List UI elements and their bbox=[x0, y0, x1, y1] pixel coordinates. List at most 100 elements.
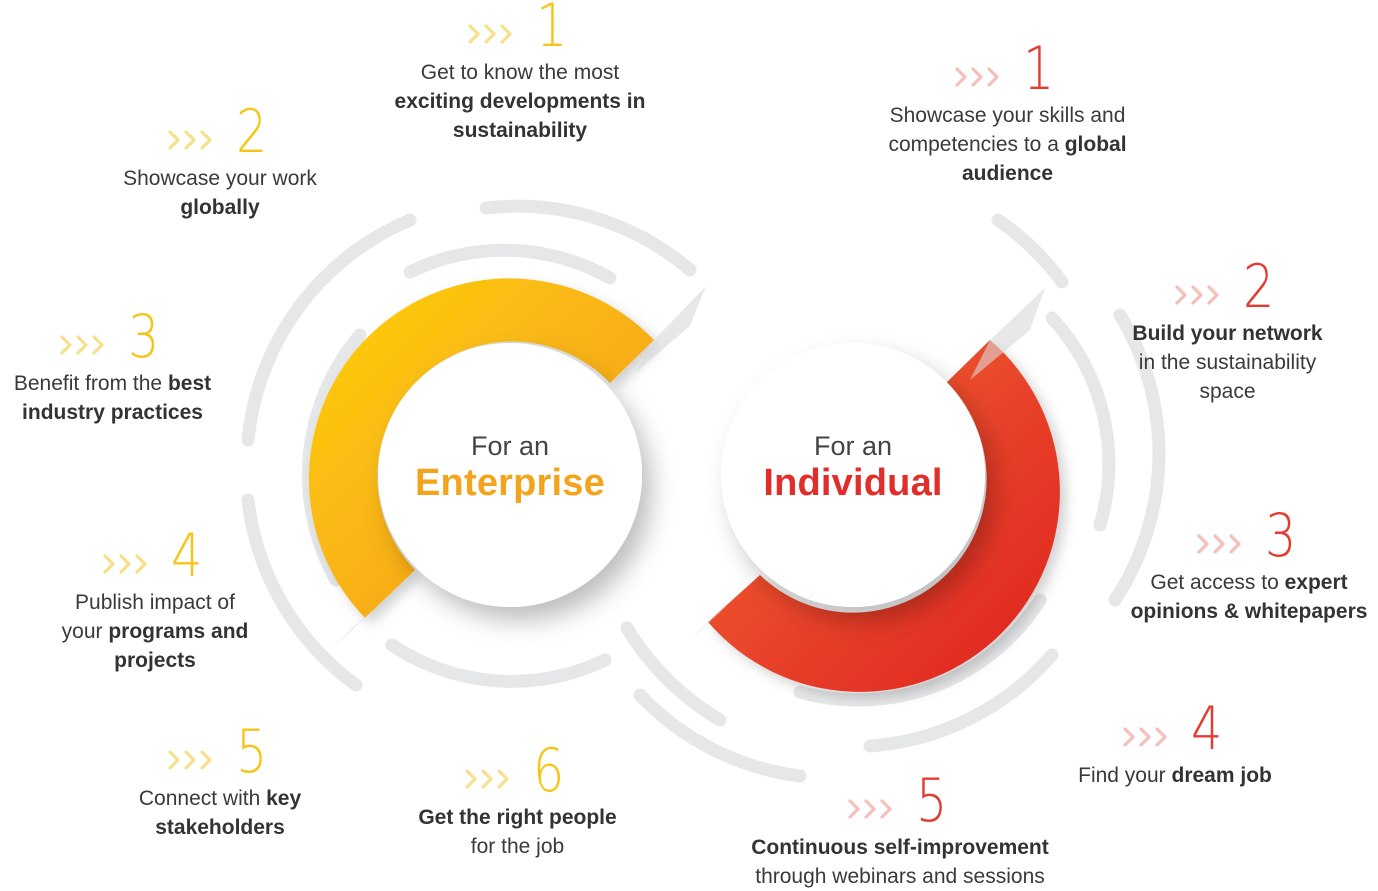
triple-chevron-icon-glyph bbox=[955, 67, 1000, 87]
item-header: 4 bbox=[40, 522, 270, 586]
bold-text: Build your network bbox=[1132, 322, 1323, 345]
grey-arc bbox=[403, 243, 617, 285]
enterprise-disc bbox=[378, 343, 642, 607]
grey-arc bbox=[620, 621, 727, 727]
grey-arc bbox=[241, 493, 363, 692]
bold-text: globally bbox=[180, 196, 260, 219]
text: Find your bbox=[1078, 764, 1172, 787]
triple-chevron-icon-glyph bbox=[465, 769, 510, 789]
text: Get to know the most bbox=[420, 61, 620, 84]
bold-text: audience bbox=[961, 162, 1054, 185]
item-description: Showcase your work globally bbox=[80, 164, 360, 222]
item-description: Connect with key stakeholders bbox=[95, 784, 345, 842]
description-line: Showcase your work bbox=[80, 164, 360, 193]
item-description: Continuous self-improvement through webin… bbox=[715, 833, 1085, 891]
bold-text: exciting developments in bbox=[394, 90, 646, 113]
grey-arc bbox=[385, 638, 612, 688]
item-header: 6 bbox=[380, 737, 655, 801]
bold-text: projects bbox=[114, 649, 196, 672]
text: competencies to a bbox=[888, 133, 1065, 156]
bold-text: sustainability bbox=[452, 119, 588, 142]
grey-arc bbox=[633, 688, 807, 783]
item-header: 1 bbox=[360, 0, 680, 56]
description-line: Continuous self-improvement bbox=[715, 833, 1085, 862]
text: Publish impact of bbox=[75, 591, 235, 614]
item-header: 5 bbox=[95, 718, 345, 782]
triple-chevron-icon bbox=[953, 65, 1011, 89]
description-line: Get to know the most bbox=[360, 58, 680, 87]
triple-chevron-icon-glyph bbox=[468, 24, 512, 44]
item-header: 4 bbox=[1055, 695, 1295, 759]
description-line: stakeholders bbox=[95, 813, 345, 842]
item-number: 1 bbox=[535, 0, 568, 61]
triple-chevron-icon bbox=[58, 333, 116, 357]
item-number: 2 bbox=[235, 97, 268, 167]
grey-arc bbox=[1045, 311, 1116, 532]
triple-chevron-icon bbox=[1121, 725, 1179, 749]
triple-chevron-icon bbox=[846, 797, 904, 821]
item-description: Find your dream job bbox=[1055, 761, 1295, 790]
item-number: 3 bbox=[128, 302, 160, 372]
individual-disc bbox=[721, 343, 985, 607]
text: in the sustainability bbox=[1138, 351, 1317, 374]
triple-chevron-icon-glyph bbox=[1123, 727, 1167, 747]
description-line: Connect with key bbox=[95, 784, 345, 813]
grey-arc bbox=[991, 213, 1069, 289]
description-line: opinions & whitepapers bbox=[1120, 597, 1378, 626]
description-line: Find your dream job bbox=[1055, 761, 1295, 790]
item-number: 5 bbox=[235, 717, 268, 787]
description-line: Showcase your skills and bbox=[845, 101, 1170, 130]
description-line: space bbox=[1100, 377, 1355, 406]
enterprise-outer-arcs bbox=[241, 199, 727, 727]
text: through webinars and sessions bbox=[755, 865, 1045, 888]
item-number: 3 bbox=[1264, 501, 1297, 571]
bold-text: best bbox=[167, 372, 212, 395]
fold-shadow bbox=[970, 288, 1045, 380]
triple-chevron-icon bbox=[166, 128, 224, 152]
triple-chevron-icon-glyph bbox=[60, 335, 105, 355]
bold-text: global bbox=[1064, 133, 1127, 156]
description-line: through webinars and sessions bbox=[715, 862, 1085, 891]
bold-text: Get the right people bbox=[418, 806, 617, 829]
item-description: Build your network in the sustainability s… bbox=[1100, 319, 1355, 406]
item-number: 1 bbox=[1023, 34, 1055, 104]
individual-label: For an Individual bbox=[733, 430, 973, 504]
description-line: competencies to a global bbox=[845, 130, 1170, 159]
item-header: 5 bbox=[715, 767, 1085, 831]
description-line: projects bbox=[40, 646, 270, 675]
description-line: your programs and bbox=[40, 617, 270, 646]
bold-text: expert bbox=[1284, 571, 1348, 594]
bold-text: stakeholders bbox=[155, 816, 285, 839]
text: Showcase your skills and bbox=[889, 104, 1126, 127]
enterprise-title: Enterprise bbox=[415, 462, 605, 504]
description-line: audience bbox=[845, 159, 1170, 188]
text: your bbox=[61, 620, 109, 643]
fold-shadow bbox=[636, 286, 706, 372]
triple-chevron-icon bbox=[463, 767, 521, 791]
item-description: Publish impact of your programs and projec… bbox=[40, 588, 270, 675]
item-header: 2 bbox=[1100, 253, 1355, 317]
item-header: 3 bbox=[1120, 502, 1378, 566]
description-line: in the sustainability bbox=[1100, 348, 1355, 377]
triple-chevron-icon-glyph bbox=[1175, 285, 1220, 305]
triple-chevron-icon-glyph bbox=[103, 554, 147, 574]
individual-prefix: For an bbox=[813, 431, 893, 461]
text: space bbox=[1199, 380, 1256, 403]
grey-arc bbox=[1108, 308, 1166, 607]
item-number: 4 bbox=[1190, 694, 1223, 764]
triple-chevron-icon-glyph bbox=[168, 130, 212, 150]
item-header: 3 bbox=[0, 303, 225, 367]
